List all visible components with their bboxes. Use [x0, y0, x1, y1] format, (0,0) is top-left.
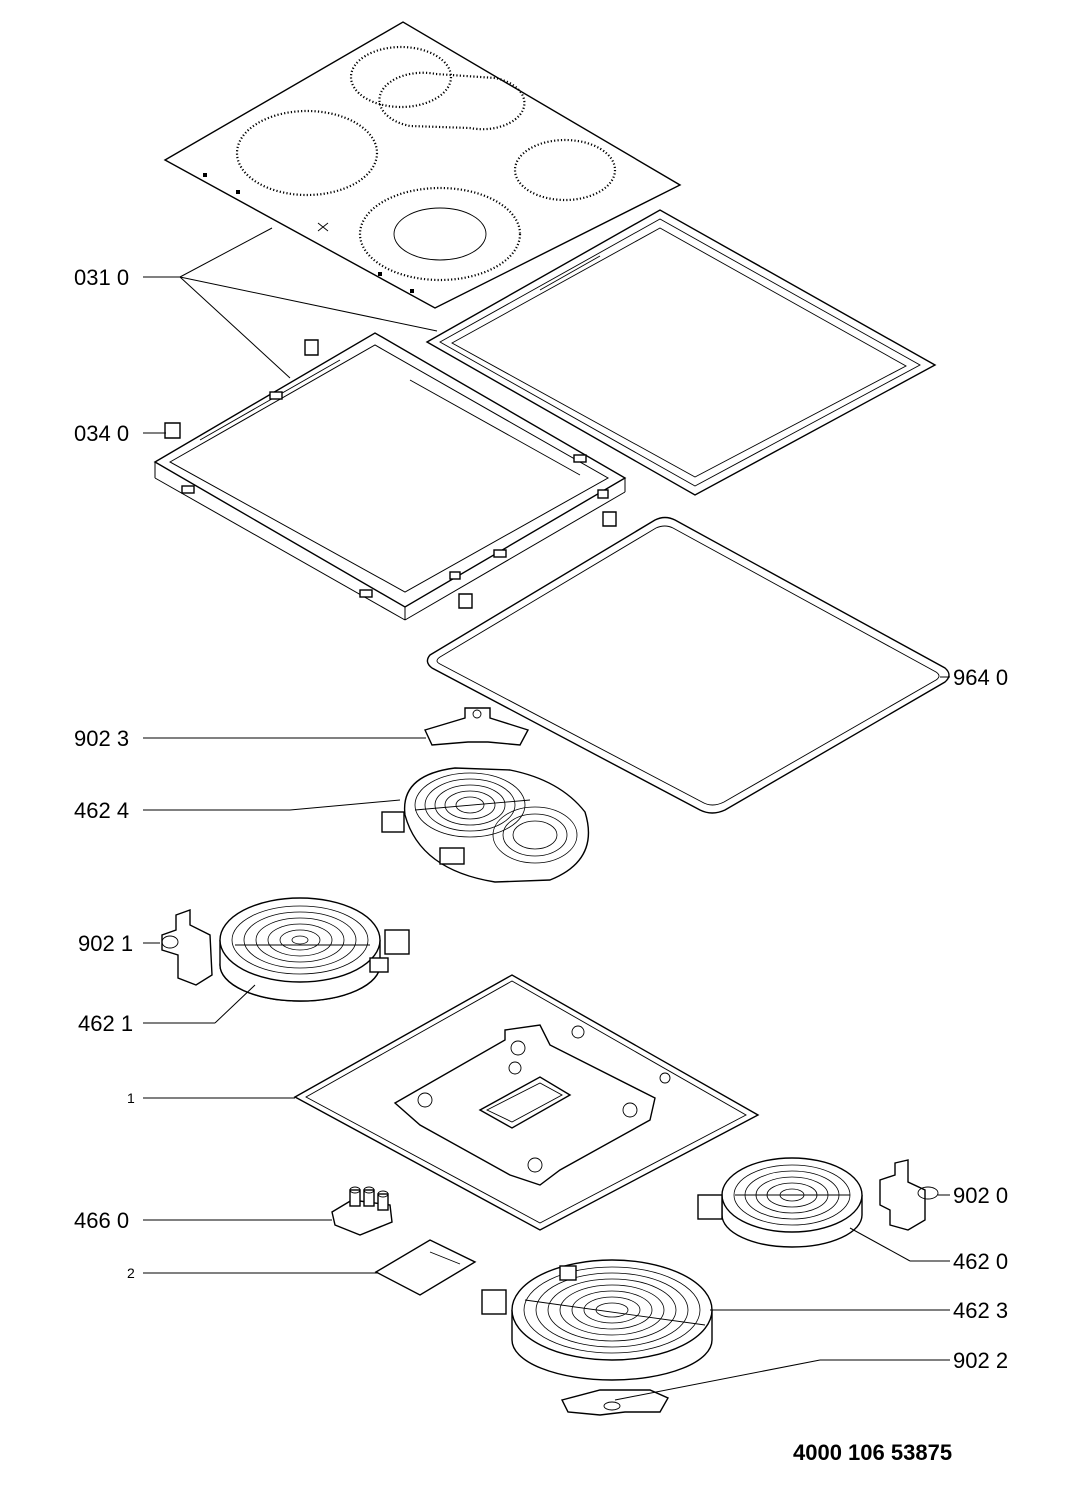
round-heating-element-small	[219, 897, 410, 1002]
bracket-9022	[560, 1389, 669, 1416]
oval-heating-element	[381, 767, 590, 883]
document-number: 4000 106 53875	[793, 1440, 952, 1465]
callout-9640: 964 0	[953, 665, 1008, 690]
sealing-frame	[425, 209, 937, 496]
leader-lines	[143, 227, 950, 1401]
callout-4660: 466 0	[74, 1208, 129, 1233]
gasket	[426, 516, 950, 814]
base-tray	[293, 974, 760, 1231]
callout-4620: 462 0	[953, 1249, 1008, 1274]
callout-9023: 902 3	[74, 726, 129, 751]
glass-ceramic-top	[163, 21, 682, 309]
support-frame	[153, 332, 627, 621]
callout-0310: 031 0	[74, 265, 129, 290]
callout-4624: 462 4	[74, 798, 129, 823]
callout-2: 2	[127, 1265, 135, 1281]
bracket-9020	[879, 1159, 939, 1231]
bracket-9021	[161, 909, 213, 986]
callout-4623: 462 3	[953, 1298, 1008, 1323]
round-heating-element-medium	[697, 1157, 863, 1248]
callout-0340: 034 0	[74, 421, 129, 446]
callout-9020: 902 0	[953, 1183, 1008, 1208]
cover-plate	[374, 1239, 477, 1296]
callout-4621: 462 1	[78, 1011, 133, 1036]
callout-9021: 902 1	[78, 931, 133, 956]
bracket-9023	[424, 707, 530, 746]
callout-1: 1	[127, 1090, 135, 1106]
connector-block	[331, 1186, 393, 1236]
round-heating-element-large	[481, 1259, 713, 1381]
callout-9022: 902 2	[953, 1348, 1008, 1373]
callout-labels: 031 0 034 0 964 0 902 3 462 4 902 1 462 …	[74, 265, 1008, 1373]
